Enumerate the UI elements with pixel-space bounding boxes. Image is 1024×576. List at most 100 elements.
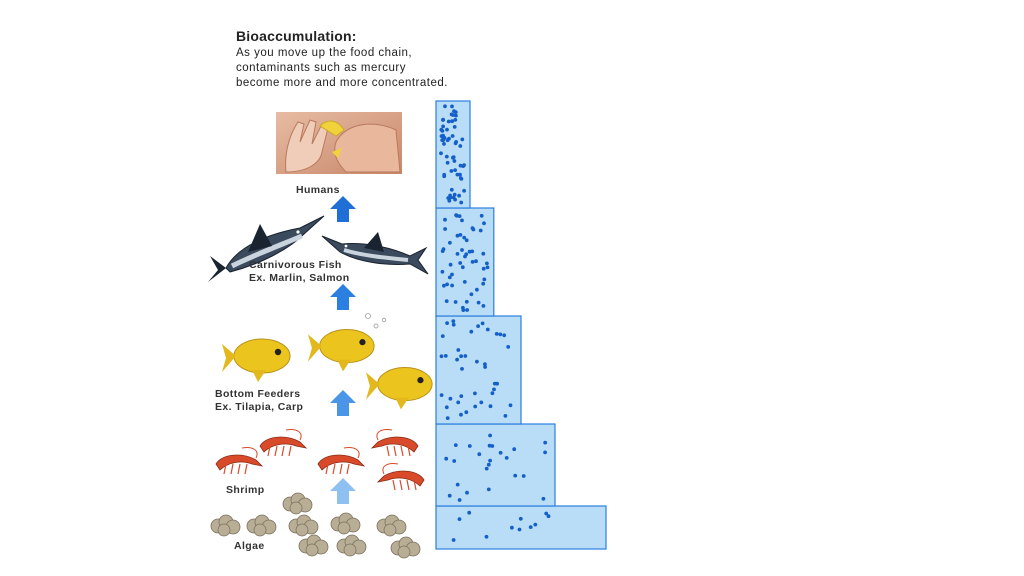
contaminant-dot [450, 119, 454, 124]
contaminant-dot [485, 261, 489, 266]
contaminant-dot [454, 213, 459, 218]
contaminant-dot [457, 498, 462, 502]
contaminant-dot [449, 187, 454, 192]
contaminant-dot [546, 514, 551, 519]
title-block: Bioaccumulation: As you move up the food… [236, 28, 576, 91]
contaminant-dot [512, 447, 517, 452]
contaminant-dot [443, 354, 448, 358]
contaminant-dot [541, 496, 546, 501]
contaminant-dot [465, 490, 469, 495]
diagram-title: Bioaccumulation: [236, 28, 357, 44]
contaminant-dot [458, 163, 463, 168]
contaminant-dot [453, 110, 458, 114]
level-label-bottom-feeders: Bottom Feeders Ex. Tilapia, Carp [215, 388, 303, 414]
contaminant-dot [453, 443, 458, 447]
concentration-step [435, 315, 522, 425]
contaminant-dot [464, 299, 469, 304]
contaminant-dot [444, 405, 449, 410]
contaminant-dot [510, 525, 514, 530]
contaminant-dot [458, 233, 463, 237]
contaminant-dot [488, 458, 492, 463]
contaminant-dot [484, 534, 489, 539]
contaminant-dot [442, 172, 447, 177]
contaminant-dot [517, 527, 522, 532]
concentration-step [435, 505, 607, 550]
contaminant-dot [504, 456, 509, 460]
contaminant-dot [503, 414, 508, 418]
bubble-icon [365, 313, 371, 319]
contaminant-dot [490, 391, 495, 396]
contaminant-dot [475, 287, 479, 292]
contaminant-dot [492, 387, 496, 392]
contaminant-dot [459, 394, 464, 398]
subtitle-line: become more and more concentrated. [236, 77, 448, 89]
contaminant-dot [443, 217, 447, 222]
algae-icon [390, 536, 421, 559]
contaminant-dot [508, 403, 513, 408]
contaminant-dot [441, 124, 445, 129]
contaminant-dot [456, 348, 461, 352]
contaminant-dot [448, 240, 452, 245]
contaminant-dot [462, 163, 466, 168]
contaminant-dot [467, 249, 472, 254]
marlin-fish-icon [321, 232, 429, 275]
yellow-fish-icon [222, 338, 291, 382]
contaminant-dot [458, 144, 463, 148]
contaminant-dot [485, 327, 490, 332]
shrimp-icon [317, 447, 366, 475]
contaminant-dot [475, 359, 479, 364]
contaminant-dot [445, 321, 449, 325]
contaminant-dot [455, 172, 460, 177]
contaminant-dot [488, 433, 492, 438]
level-label-line: Bottom Feeders [215, 388, 301, 400]
contaminant-dot [446, 119, 451, 124]
contaminant-dot [448, 262, 453, 267]
contaminant-dot [498, 450, 503, 455]
contaminant-dot [498, 332, 503, 337]
contaminant-dot [473, 404, 478, 409]
contaminant-dot [481, 251, 486, 256]
contaminant-dot [455, 482, 460, 487]
contaminant-dot [464, 238, 469, 243]
contaminant-dot [480, 321, 485, 326]
marlin-fish-icon [208, 215, 325, 282]
contaminant-dot [467, 444, 472, 448]
contaminant-dot [518, 516, 523, 521]
contaminant-dot [450, 134, 455, 138]
contaminant-dot [485, 265, 490, 270]
contaminant-dot [453, 168, 457, 173]
contaminant-dot [470, 260, 475, 264]
contaminant-dot [459, 412, 463, 417]
contaminant-dot [481, 266, 486, 271]
contaminant-dot [444, 299, 449, 303]
contaminant-dot [460, 137, 465, 142]
contaminant-dot [462, 188, 466, 193]
yellow-fish-icon [366, 367, 433, 410]
contaminant-dot [450, 104, 454, 109]
contaminant-dot [494, 332, 499, 336]
up-arrow-icon [330, 284, 356, 310]
contaminant-dot [467, 510, 472, 515]
shrimp-icon [259, 429, 308, 457]
contaminant-dot [455, 233, 460, 238]
contaminant-dot [460, 367, 464, 371]
contaminant-dot [452, 159, 457, 163]
level-label-line: Carnivorous Fish [249, 259, 342, 271]
contaminant-dot [490, 444, 495, 448]
contaminant-dot [439, 393, 444, 397]
contaminant-dot [455, 252, 460, 256]
contaminant-dot [452, 125, 457, 129]
algae-icon [336, 534, 367, 557]
contaminant-dot [452, 459, 457, 463]
up-arrow-icon [330, 390, 356, 416]
contaminant-dot [463, 354, 468, 358]
shrimp-icon [215, 447, 264, 475]
contaminant-dot [479, 400, 484, 405]
contaminant-dot [445, 127, 449, 132]
contaminant-dot [447, 136, 451, 141]
contaminant-dot [462, 235, 467, 240]
contaminant-dot [458, 261, 463, 265]
contaminant-dot [481, 281, 486, 286]
yellow-fish-icon [308, 329, 375, 372]
